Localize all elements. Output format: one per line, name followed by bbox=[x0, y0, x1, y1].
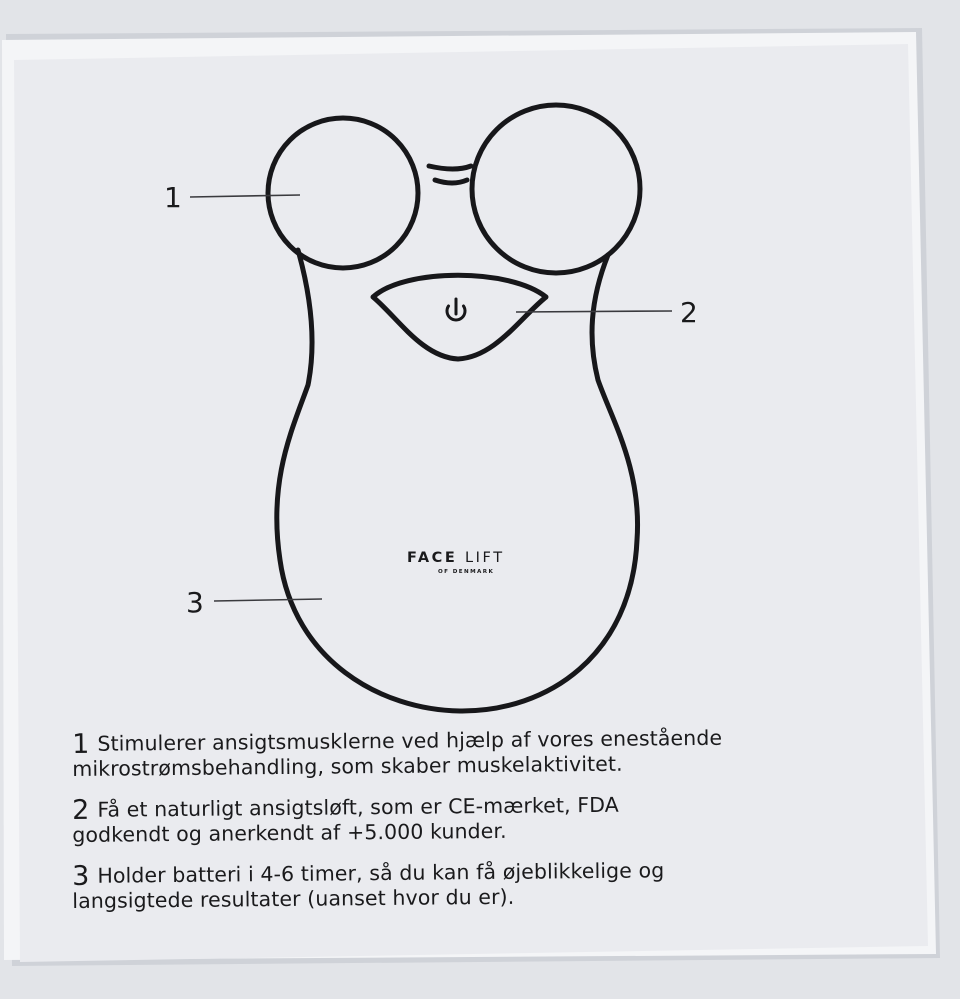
description-3-number: 3 bbox=[71, 860, 90, 892]
callout-line-3 bbox=[213, 598, 323, 602]
callout-lines bbox=[189, 194, 673, 602]
bridge-bottom bbox=[432, 177, 470, 186]
device-body bbox=[274, 247, 641, 714]
callout-number-3: 3 bbox=[186, 586, 204, 619]
brand-name-bold: FACE bbox=[407, 550, 457, 566]
description-2-text-2: godkendt og anerkendt af +5.000 kunder. bbox=[72, 818, 507, 847]
description-3-text-2: langsigtede resultater (uanset hvor du e… bbox=[72, 884, 515, 913]
bridge-top bbox=[426, 163, 474, 172]
description-3-text-1: Holder batteri i 4-6 timer, så du kan få… bbox=[97, 858, 665, 888]
description-2-text-1: Få et naturligt ansigtsløft, som er CE-m… bbox=[97, 792, 619, 822]
right-electrode-ball bbox=[469, 102, 643, 276]
description-2-number: 2 bbox=[71, 794, 90, 826]
brand-logo: FACE LIFT OF DENMARK bbox=[407, 550, 505, 575]
callout-line-1 bbox=[189, 194, 301, 198]
brand-name-light: LIFT bbox=[465, 550, 505, 566]
printed-card bbox=[14, 44, 928, 962]
power-button-panel bbox=[370, 272, 549, 362]
callout-number-1: 1 bbox=[164, 181, 182, 214]
callout-line-2 bbox=[515, 310, 673, 313]
power-icon bbox=[445, 297, 467, 322]
device-illustration bbox=[265, 102, 643, 714]
description-1-text-1: Stimulerer ansigtsmusklerne ved hjælp af… bbox=[97, 725, 723, 756]
callout-number-2: 2 bbox=[680, 296, 698, 329]
left-electrode-ball bbox=[265, 115, 421, 271]
description-1-number: 1 bbox=[71, 728, 90, 760]
brand-subline: OF DENMARK bbox=[438, 569, 494, 575]
